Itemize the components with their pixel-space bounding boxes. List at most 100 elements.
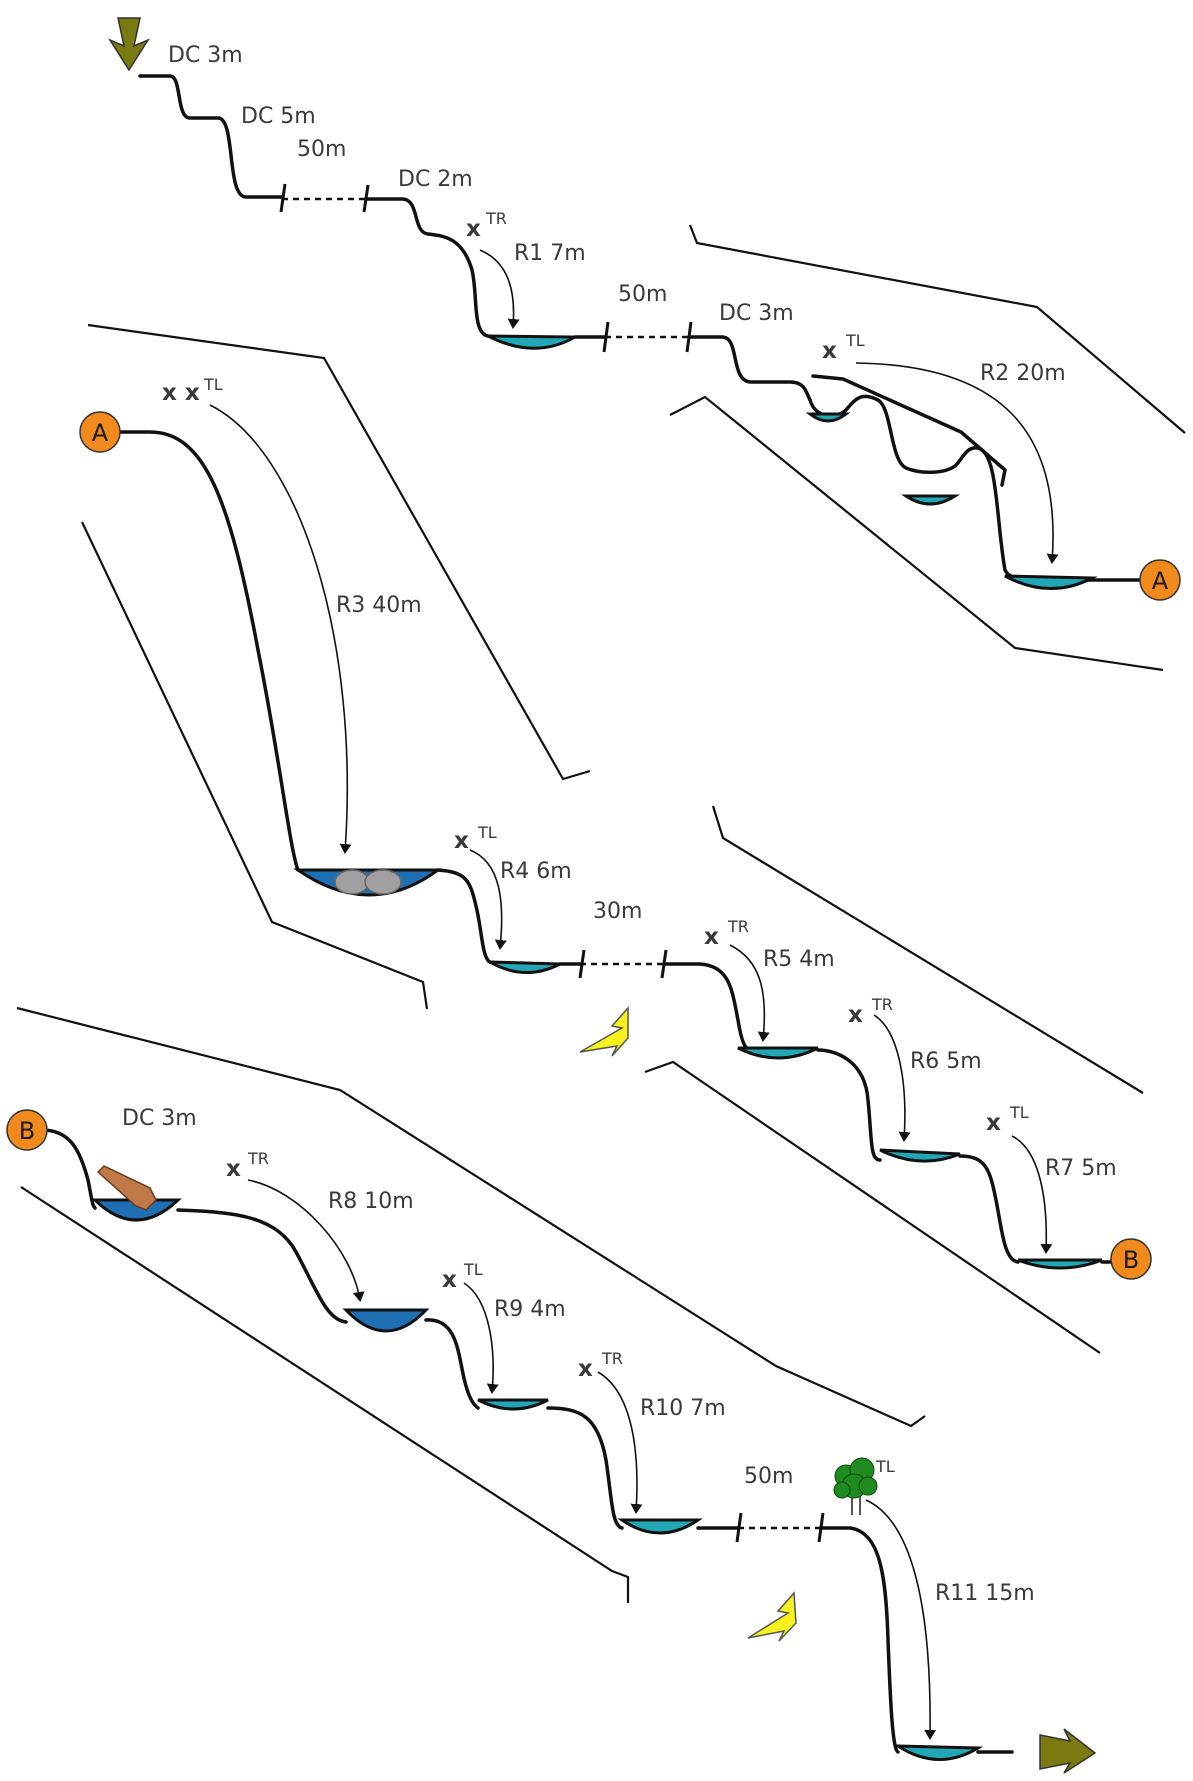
anchor-r1-side: TR — [485, 209, 507, 228]
rope-r11 — [865, 1499, 937, 1740]
rocks-icon — [334, 869, 402, 895]
pool-r2-c — [1004, 574, 1093, 590]
label-dc3: DC 2m — [398, 167, 473, 192]
label-dc1: DC 3m — [168, 43, 243, 68]
anchor-r5-side: TR — [727, 917, 749, 936]
connector-b-end: B — [1110, 1238, 1152, 1280]
label-r5: R5 4m — [763, 947, 835, 972]
anchor-marks: x TR x TL x x TL x TL x TR x TR x TL x T… — [162, 209, 1029, 1476]
end-arrow-icon — [1039, 1728, 1097, 1774]
label-r3: R3 40m — [336, 593, 422, 618]
canyon-walls — [16, 224, 1186, 1603]
walk-4-tick-a — [735, 1512, 743, 1543]
pool-r6 — [879, 1148, 961, 1163]
walk-3-tick-a — [578, 949, 586, 979]
connector-b-start-label: B — [19, 1117, 35, 1145]
anchor-r9-side: TL — [463, 1260, 483, 1279]
wall-middle-right-top — [711, 805, 1144, 1094]
connector-a-start-label: A — [92, 419, 109, 447]
rope-r5 — [729, 944, 770, 1042]
label-r9: R9 4m — [494, 1297, 566, 1322]
anchor-r3-mark: x x — [162, 380, 200, 406]
label-r10: R10 7m — [640, 1396, 726, 1421]
tree-icon — [833, 1457, 878, 1515]
anchor-r4-mark: x — [454, 828, 469, 854]
anchor-r6-side: TR — [871, 995, 893, 1014]
anchor-r9-mark: x — [442, 1267, 457, 1293]
pool-r9 — [477, 1398, 549, 1411]
pool-r2-b — [901, 494, 961, 506]
wall-lower-left-top — [16, 1006, 926, 1428]
anchor-r2-side: TL — [845, 331, 865, 350]
connector-a-end-label: A — [1152, 567, 1169, 595]
wall-middle-left-bottom — [81, 521, 429, 1010]
label-r4: R4 6m — [500, 859, 572, 884]
pool-r7 — [1017, 1258, 1103, 1270]
profile-section-2 — [116, 430, 1124, 1264]
walk-segments — [279, 183, 825, 1543]
rope-r10 — [597, 1371, 643, 1514]
walk-4-tick-b — [817, 1512, 825, 1543]
label-walk2: 50m — [618, 282, 667, 307]
label-dc4: DC 3m — [719, 301, 794, 326]
wall-upper-right-top — [688, 224, 1186, 434]
wall-upper-right-bottom — [669, 395, 1164, 672]
rope-r4 — [469, 849, 507, 950]
pool-r5 — [737, 1046, 819, 1060]
rope-r6 — [873, 1014, 911, 1142]
label-walk4: 50m — [744, 1464, 793, 1489]
rope-r1 — [479, 249, 520, 329]
ground-profiles — [40, 74, 1142, 1754]
anchor-r8-side: TR — [247, 1149, 269, 1168]
walk-3-tick-b — [660, 949, 668, 979]
walk-1-tick-b — [362, 184, 370, 213]
anchor-r7-mark: x — [986, 1110, 1001, 1136]
anchor-r7-side: TL — [1009, 1103, 1029, 1122]
walk-2-tick-b — [685, 321, 693, 353]
label-r6: R6 5m — [910, 1049, 982, 1074]
pool-r4 — [489, 960, 561, 974]
profile-section-1 — [138, 74, 812, 402]
wall-middle-right-bottom — [644, 1060, 1101, 1354]
label-dc5: DC 3m — [122, 1106, 197, 1131]
label-walk1: 50m — [297, 137, 346, 162]
rope-r7 — [1011, 1135, 1053, 1254]
profile-section-1b — [808, 394, 1142, 582]
walk-2-tick-a — [602, 321, 610, 353]
label-r8: R8 10m — [328, 1189, 414, 1214]
label-r1: R1 7m — [514, 241, 586, 266]
label-r11: R11 15m — [935, 1581, 1035, 1606]
start-arrow-icon — [108, 17, 150, 72]
anchor-r5-mark: x — [704, 924, 719, 950]
anchor-r4-side: TL — [477, 823, 497, 842]
label-dc2: DC 5m — [241, 104, 316, 129]
rope-arrows — [209, 249, 1059, 1740]
pool-r8 — [342, 1308, 430, 1333]
rope-r3 — [209, 404, 352, 854]
pool-r2-a — [805, 412, 851, 423]
pool-dc5 — [91, 1198, 182, 1222]
profile-section-3 — [40, 1128, 1014, 1754]
label-walk3: 30m — [593, 899, 642, 924]
connector-a-start: A — [79, 411, 121, 453]
anchor-r10-mark: x — [578, 1356, 593, 1382]
escape-arrow-icon — [579, 1006, 629, 1057]
pool-r1 — [487, 334, 581, 350]
pool-r11 — [892, 1744, 984, 1761]
anchor-r6-mark: x — [848, 1002, 863, 1028]
anchor-r2-mark: x — [822, 338, 837, 364]
rope-r2 — [855, 362, 1059, 564]
connector-a-end: A — [1139, 559, 1181, 601]
wall-lower-left-bottom — [20, 1186, 630, 1603]
anchor-r10-side: TR — [601, 1349, 623, 1368]
label-r2: R2 20m — [980, 361, 1066, 386]
connector-b-start: B — [6, 1109, 48, 1151]
anchor-r11-side: TL — [875, 1457, 895, 1476]
anchor-r3-side: TL — [203, 375, 223, 394]
anchor-r8-mark: x — [226, 1156, 241, 1182]
escape-arrow-icon-2 — [747, 1591, 797, 1642]
rope-r9 — [463, 1282, 499, 1394]
label-r7: R7 5m — [1045, 1156, 1117, 1181]
